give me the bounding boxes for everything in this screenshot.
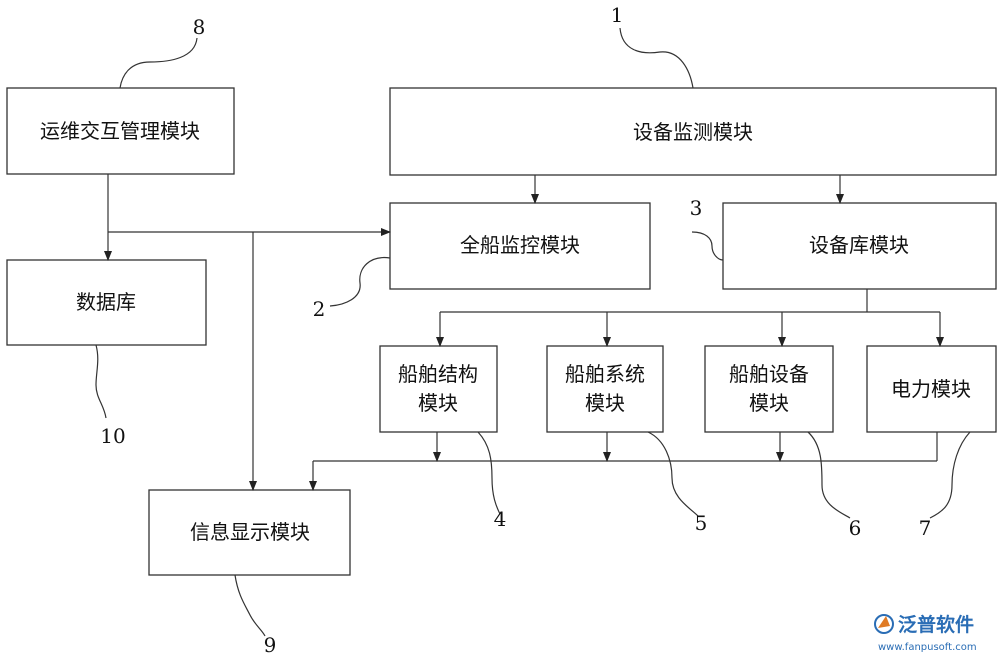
watermark-url: www.fanpusoft.com [878, 642, 977, 653]
ref-2: 2 [313, 297, 326, 321]
ref-9: 9 [264, 633, 277, 656]
leader-9 [234, 574, 266, 637]
ops-interaction-module: 运维交互管理模块 [6, 87, 235, 175]
info-display-module: 信息显示模块 [148, 489, 351, 576]
ref-8: 8 [193, 15, 206, 39]
ref-3: 3 [690, 196, 703, 220]
ship-structure-label-line1: 船舶结构 [398, 362, 478, 386]
watermark: 泛普软件 www.fanpusoft.com [874, 613, 977, 653]
database-label: 数据库 [76, 290, 136, 314]
leader-10 [95, 344, 107, 419]
device-monitor-label: 设备监测模块 [633, 120, 753, 144]
ship-structure-label-line2: 模块 [418, 391, 458, 415]
ship-equipment-label-line2: 模块 [749, 391, 789, 415]
leader-8 [119, 37, 198, 89]
ship-equipment-module: 船舶设备 模块 [704, 345, 834, 433]
watermark-brand: 泛普软件 [898, 613, 974, 636]
ref-1: 1 [611, 3, 624, 27]
reference-leaders [95, 27, 971, 637]
fanpu-logo-icon [874, 614, 894, 634]
connectors [104, 174, 944, 491]
leader-6 [807, 431, 851, 519]
leader-4 [477, 431, 501, 515]
ship-structure-module: 船舶结构 模块 [379, 345, 498, 433]
ship-system-module: 船舶系统 模块 [546, 345, 664, 433]
database-module: 数据库 [6, 259, 207, 346]
info-display-label: 信息显示模块 [190, 520, 310, 544]
ship-system-label-line1: 船舶系统 [565, 362, 645, 386]
device-monitor-module: 设备监测模块 [389, 87, 997, 176]
power-module: 电力模块 [866, 345, 997, 433]
ops-interaction-label: 运维交互管理模块 [40, 119, 200, 143]
ref-10: 10 [100, 424, 125, 448]
ref-7: 7 [919, 516, 932, 540]
leader-7 [929, 431, 971, 519]
leader-3 [691, 231, 724, 261]
leader-1 [619, 27, 694, 89]
leader-5 [647, 431, 699, 517]
ship-monitor-module: 全船监控模块 [389, 202, 651, 290]
ship-monitor-label: 全船监控模块 [460, 233, 580, 257]
ref-5: 5 [695, 511, 708, 535]
leader-2 [329, 256, 391, 307]
power-label: 电力模块 [891, 377, 971, 401]
reference-numbers: 1 8 2 3 10 4 5 6 7 9 [100, 3, 931, 656]
ship-system-label-line2: 模块 [585, 391, 625, 415]
ship-equipment-label-line1: 船舶设备 [729, 362, 809, 386]
ref-6: 6 [849, 516, 862, 540]
ref-4: 4 [494, 507, 507, 531]
device-library-label: 设备库模块 [809, 233, 909, 257]
device-library-module: 设备库模块 [722, 202, 997, 290]
